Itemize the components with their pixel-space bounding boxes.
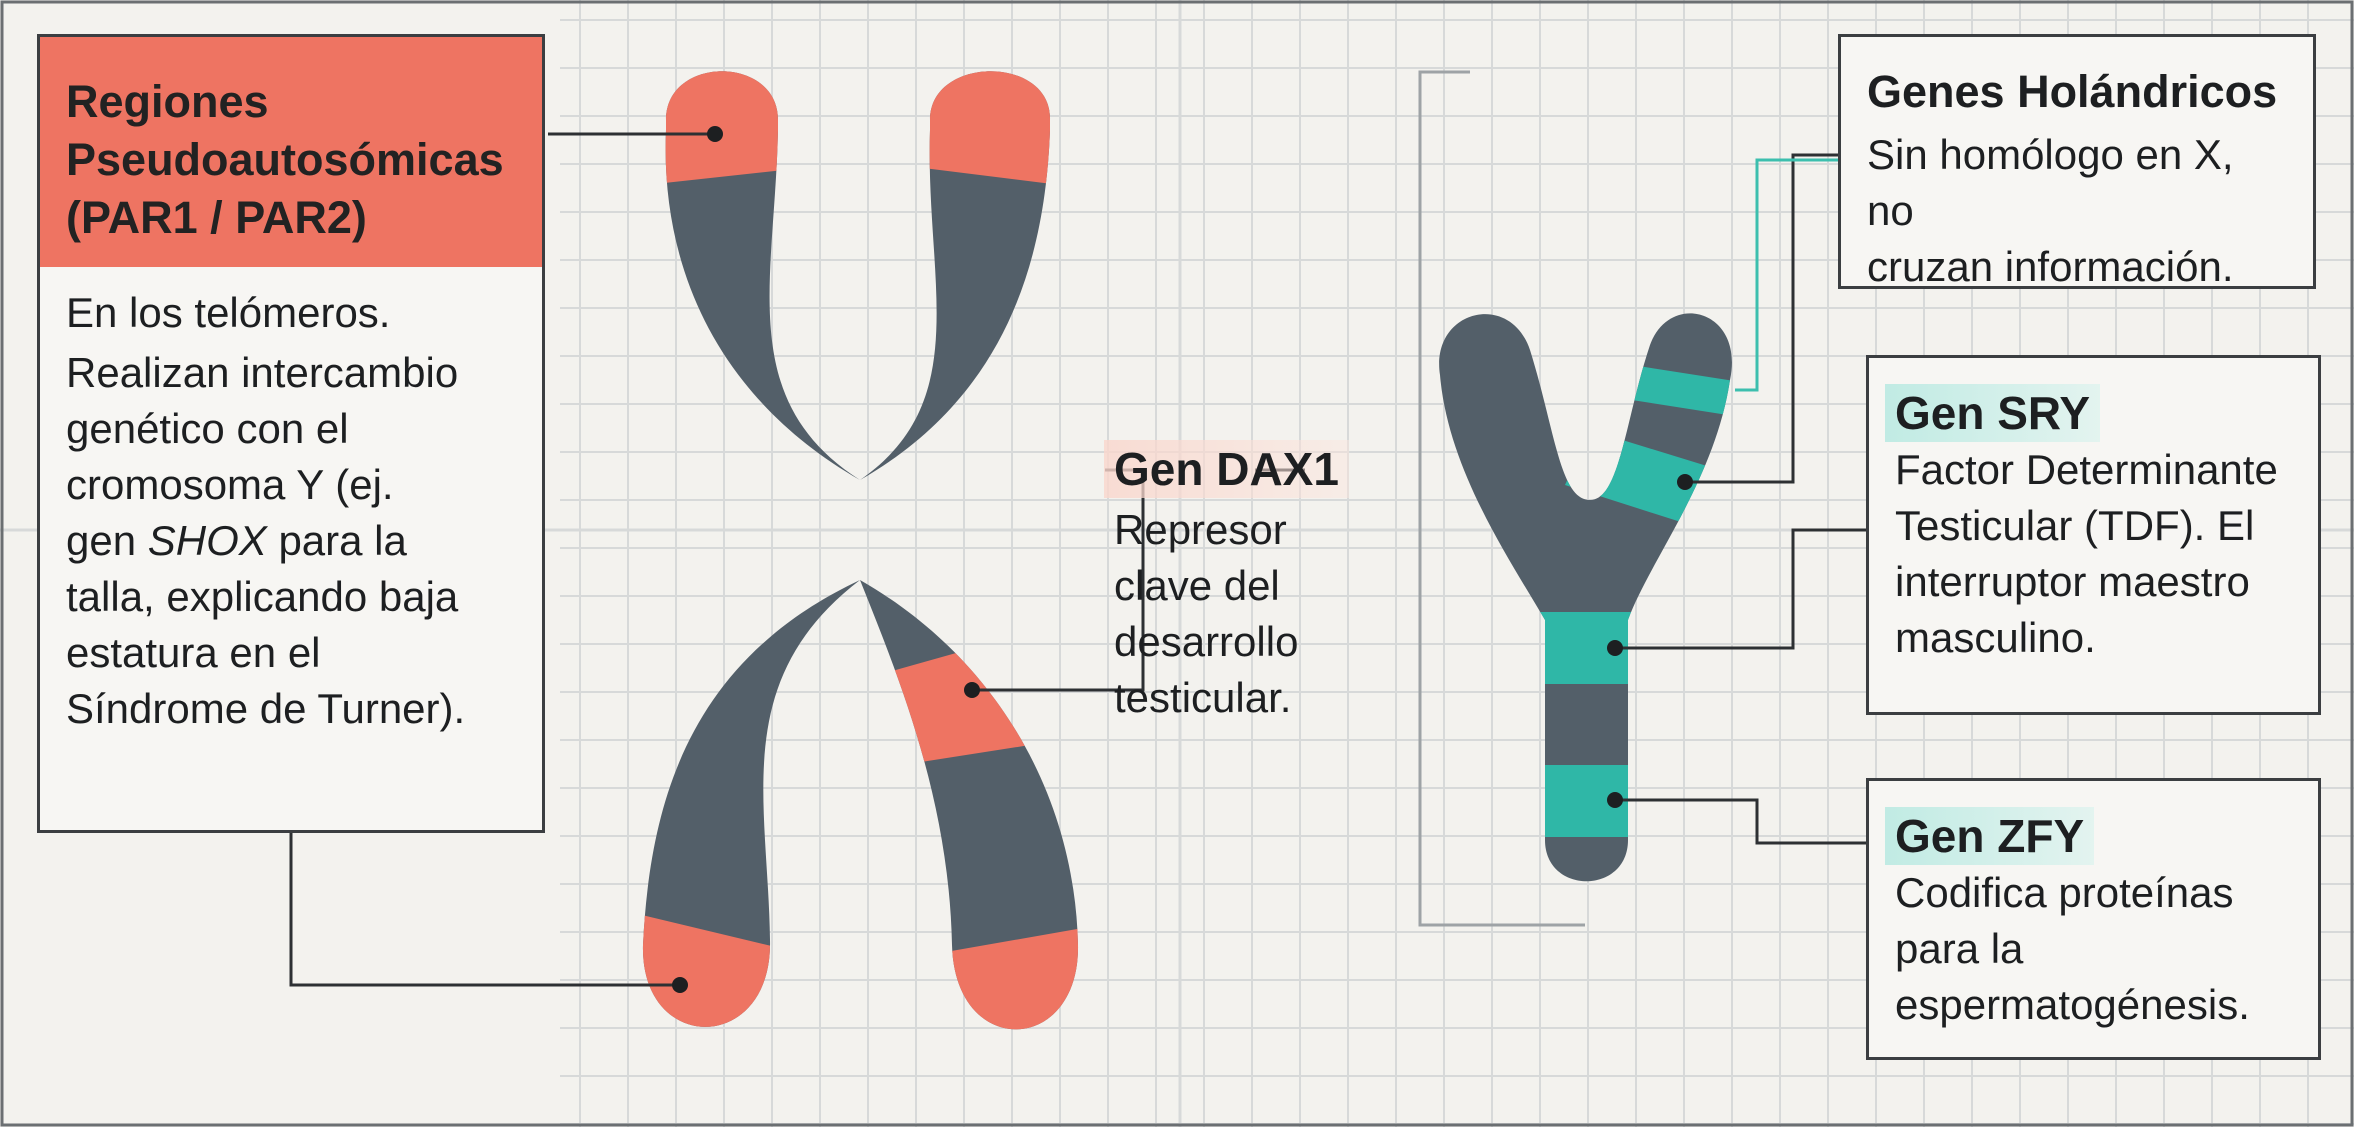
pseudoautosomal-description: En los telómeros. Realizan intercambio g… [40,267,542,737]
description-line: genético con el [66,401,516,457]
holandric-title: Genes Holándricos [1841,37,2313,127]
description-line: cromosoma Y (ej. [66,457,516,513]
sry-title: Gen SRY [1885,384,2100,442]
line-prefix: gen [66,517,148,564]
pseudoautosomal-title-line: Pseudoautosómicas [66,131,516,189]
zfy-box: Gen ZFY Codifica proteínas para la esper… [1866,778,2321,1060]
sry-box: Gen SRY Factor Determinante Testicular (… [1866,355,2321,715]
dax1-dot [964,682,980,698]
holandric-description: Sin homólogo en X, no cruzan información… [1841,127,2313,295]
sry-description: Factor Determinante Testicular (TDF). El… [1869,442,2318,666]
description-line: espermatogénesis. [1895,977,2292,1033]
description-line: desarrollo [1114,614,1374,670]
description-line: Factor Determinante [1895,442,2292,498]
y-chromosome [1439,313,1760,881]
y-middle-dot [1607,640,1623,656]
shox-gene-name: SHOX [148,517,267,564]
pseudoautosomal-title-line: Regiones [66,73,516,131]
description-line: Realizan intercambio [66,345,516,401]
par2-dot [672,977,688,993]
line-suffix: para la [267,517,407,564]
description-line: interruptor maestro [1895,554,2292,610]
description-line: estatura en el [66,625,516,681]
zfy-title: Gen ZFY [1885,807,2094,865]
description-line: Testicular (TDF). El [1895,498,2292,554]
description-line: para la [1895,921,2292,977]
description-line: talla, explicando baja [66,569,516,625]
sry-dot [1677,474,1693,490]
par1-dot [707,126,723,142]
description-line: cruzan información. [1867,239,2287,295]
zfy-description: Codifica proteínas para la espermatogéne… [1869,865,2318,1033]
pseudoautosomal-title-line: (PAR1 / PAR2) [66,189,516,247]
zfy-dot [1607,792,1623,808]
pseudoautosomal-title: Regiones Pseudoautosómicas (PAR1 / PAR2) [40,37,542,267]
par2-leader-line [291,833,680,985]
description-line: gen SHOX para la [66,513,516,569]
description-line: En los telómeros. [66,285,516,341]
par2-band-right [900,925,1100,1090]
description-line: Represor [1114,502,1374,558]
dax1-description: Represor clave del desarrollo testicular… [1114,498,1374,726]
description-line: Sin homólogo en X, no [1867,127,2287,239]
dax1-title: Gen DAX1 [1104,440,1349,498]
pseudoautosomal-box: Regiones Pseudoautosómicas (PAR1 / PAR2)… [37,34,545,833]
description-line: clave del [1114,558,1374,614]
description-line: Codifica proteínas [1895,865,2292,921]
description-line: masculino. [1895,610,2292,666]
dax1-label: Gen DAX1 Represor clave del desarrollo t… [1114,440,1374,726]
holandric-genes-box: Genes Holándricos Sin homólogo en X, no … [1838,34,2316,289]
description-line: Síndrome de Turner). [66,681,516,737]
description-line: testicular. [1114,670,1374,726]
